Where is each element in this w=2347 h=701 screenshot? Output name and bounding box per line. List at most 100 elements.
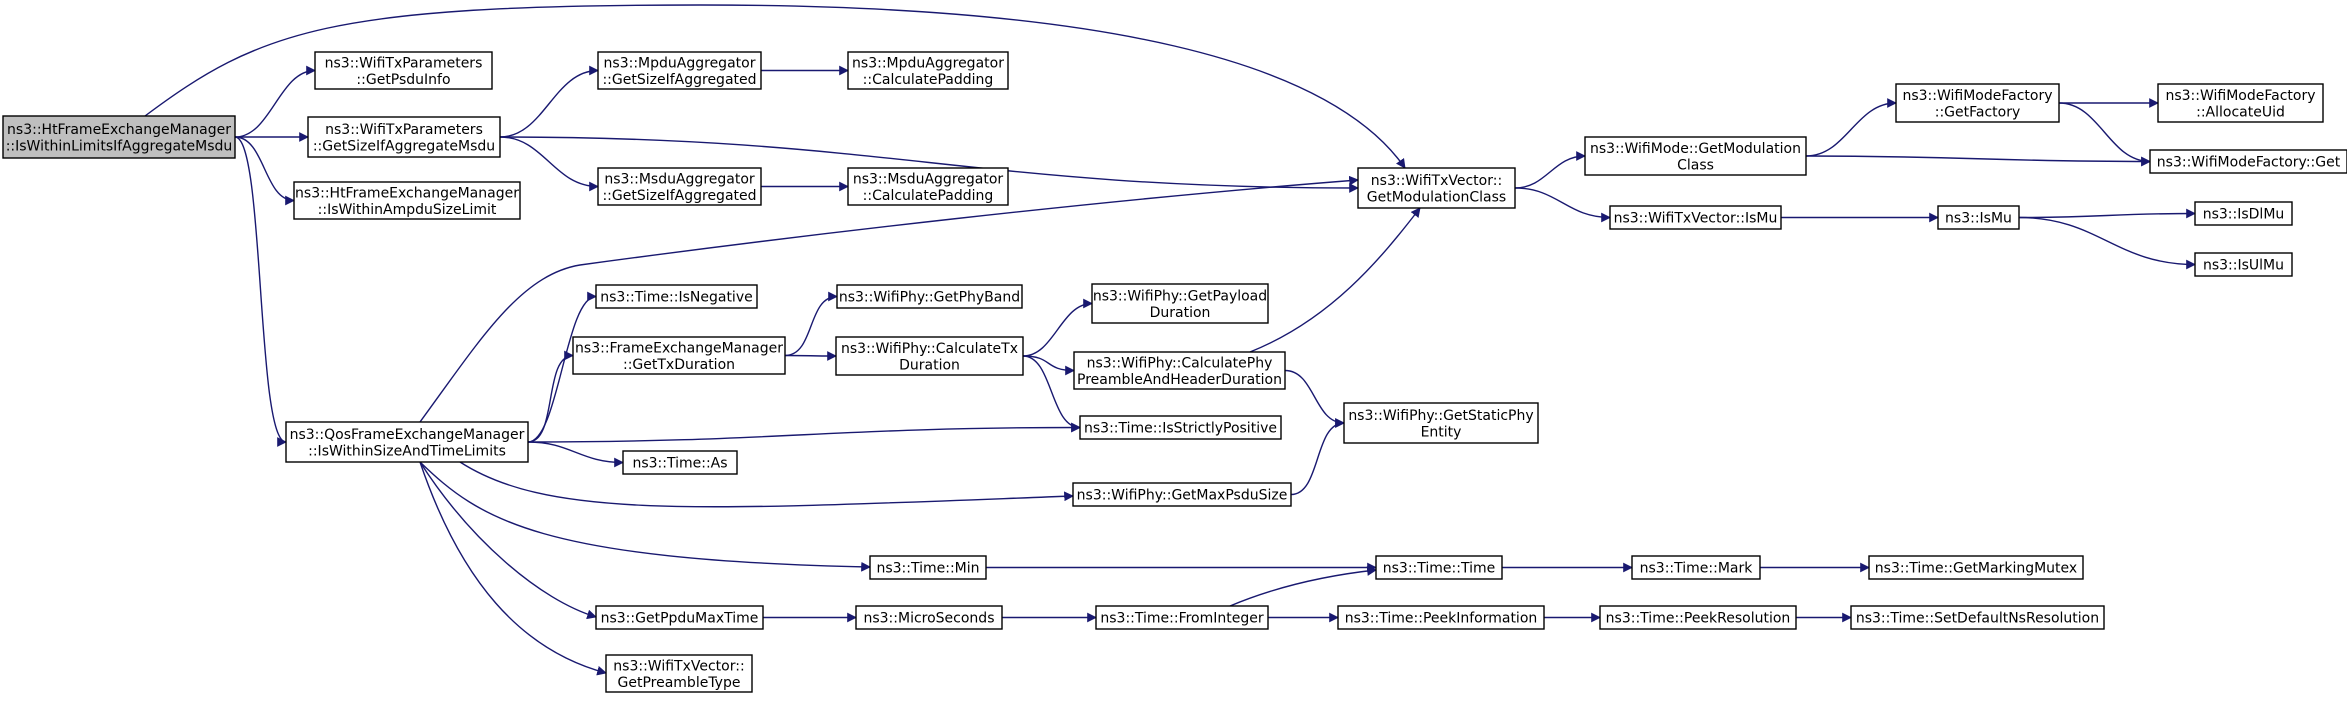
node-label: GetModulationClass [1367,189,1506,205]
node-maxpsdu[interactable]: ns3::WifiPhy::GetMaxPsduSize [1072,482,1292,507]
edge-preamble-to-static [1284,369,1345,428]
node-factory[interactable]: ns3::WifiModeFactory::GetFactory [1895,83,2060,123]
node-label: ns3::WifiPhy::CalculateTx [841,341,1018,357]
node-as[interactable]: ns3::Time::As [622,450,738,475]
node-preamble[interactable]: ns3::WifiPhy::CalculatePhyPreambleAndHea… [1073,351,1286,390]
edge-root-to-htampdu [234,136,295,206]
node-ismu[interactable]: ns3::IsMu [1937,205,2020,230]
node-isdl[interactable]: ns3::IsDlMu [2194,201,2293,226]
node-label: ns3::Time::Mark [1640,561,1754,577]
node-label: ns3::Time::As [632,456,727,472]
node-label: ns3::MicroSeconds [863,611,994,627]
node-label: ns3::QosFrameExchangeManager [290,427,525,443]
node-label: ::CalculatePadding [863,72,994,88]
node-ppdu[interactable]: ns3::GetPpduMaxTime [595,605,764,630]
node-mark[interactable]: ns3::Time::Mark [1631,555,1761,580]
node-txparam[interactable]: ns3::WifiTxParameters::GetSizeIfAggregat… [307,116,501,158]
edge-qos-to-pretype [419,461,607,676]
node-label: ns3::WifiTxVector:: [1371,173,1502,189]
node-label: ::GetFactory [1935,104,2021,120]
node-label: ns3::WifiTxVector:: [613,658,744,674]
node-label: ns3::MpduAggregator [852,55,1004,71]
node-mpduagg[interactable]: ns3::MpduAggregator::GetSizeIfAggregated [597,51,762,90]
node-label: Duration [899,357,960,373]
node-label: ns3::GetPpduMaxTime [601,611,759,627]
edge-fetx-to-band [784,291,838,357]
edge-calctx-to-strict [1022,355,1081,433]
node-label: Duration [1150,305,1211,321]
node-msduagg[interactable]: ns3::MsduAggregator::GetSizeIfAggregated [597,167,762,206]
node-label: ns3::Time::SetDefaultNsResolution [1856,611,2099,627]
node-label: ::GetSizeIfAggregated [602,72,756,88]
node-label: ::GetSizeIfAggregateMsdu [313,138,495,154]
node-label: PreambleAndHeaderDuration [1077,372,1282,388]
edge-txparam-to-mpduagg [499,65,599,138]
edge-fromint-to-time [1229,566,1377,607]
node-alloc[interactable]: ns3::WifiModeFactory::AllocateUid [2157,83,2324,123]
node-pretype[interactable]: ns3::WifiTxVector::GetPreambleType [605,654,753,693]
edge-modeclass-to-fget [1805,155,2151,167]
node-label: ns3::FrameExchangeManager [575,340,783,356]
edge-qos-to-isneg [527,291,597,443]
edge-modclass-to-modeclass [1514,151,1586,189]
node-label: ns3::Time::Min [876,561,979,577]
edge-preamble-to-modclass [1249,207,1421,353]
edge-root-to-getpsdu [234,65,316,138]
node-label: GetPreambleType [618,675,741,691]
node-label: ns3::WifiTxParameters [325,122,483,138]
node-label: ns3::Time::IsNegative [600,290,752,306]
node-micro[interactable]: ns3::MicroSeconds [855,605,1003,630]
node-qos[interactable]: ns3::QosFrameExchangeManager::IsWithinSi… [285,421,529,463]
node-peekres[interactable]: ns3::Time::PeekResolution [1599,605,1797,630]
node-label: ns3::IsDlMu [2203,207,2285,223]
node-mpdupad[interactable]: ns3::MpduAggregator::CalculatePadding [847,51,1009,90]
node-setdef[interactable]: ns3::Time::SetDefaultNsResolution [1850,605,2105,630]
node-min[interactable]: ns3::Time::Min [869,555,987,580]
node-band[interactable]: ns3::WifiPhy::GetPhyBand [836,284,1023,309]
node-label: ns3::HtFrameExchangeManager [7,122,231,138]
edge-ismu-to-isul [2018,216,2196,270]
node-time[interactable]: ns3::Time::Time [1375,555,1503,580]
edge-modeclass-to-factory [1805,98,1897,157]
edge-qos-to-ppdu [419,461,597,620]
node-isneg[interactable]: ns3::Time::IsNegative [595,284,758,309]
node-label: ::CalculatePadding [863,188,994,204]
edge-txparam-to-modclass [499,136,1359,193]
node-modeclass[interactable]: ns3::WifiMode::GetModulationClass [1584,136,1807,176]
node-strict[interactable]: ns3::Time::IsStrictlyPositive [1079,415,1282,440]
node-root: ns3::HtFrameExchangeManager::IsWithinLim… [2,115,236,159]
node-getpsdu[interactable]: ns3::WifiTxParameters::GetPsduInfo [314,51,493,90]
node-fget[interactable]: ns3::WifiModeFactory::Get [2149,149,2347,174]
node-txismu[interactable]: ns3::WifiTxVector::IsMu [1609,205,1782,230]
node-isul[interactable]: ns3::IsUlMu [2194,252,2293,277]
node-fromint[interactable]: ns3::Time::FromInteger [1095,605,1269,630]
node-label: ns3::Time::PeekInformation [1345,611,1538,627]
edge-qos-to-modclass [419,175,1359,423]
node-label: ns3::HtFrameExchangeManager [295,185,519,201]
edge-qos-to-strict [527,422,1081,443]
edge-qos-to-maxpsdu [459,461,1074,508]
node-htampdu[interactable]: ns3::HtFrameExchangeManager::IsWithinAmp… [293,181,521,220]
node-msdupad[interactable]: ns3::MsduAggregator::CalculatePadding [847,167,1009,206]
node-label: ns3::Time::IsStrictlyPositive [1084,421,1277,437]
node-label: ns3::IsMu [1945,211,2012,227]
node-label: ::GetPsduInfo [356,72,450,88]
node-label: ns3::WifiModeFactory::Get [2157,155,2341,171]
node-label: ns3::Time::Time [1383,561,1495,577]
node-mutex[interactable]: ns3::Time::GetMarkingMutex [1868,555,2084,580]
node-label: ns3::WifiPhy::CalculatePhy [1087,355,1273,371]
edge-root-to-qos [234,136,287,447]
edge-factory-to-fget [2058,102,2151,167]
node-modclass[interactable]: ns3::WifiTxVector::GetModulationClass [1357,167,1516,209]
node-fetx[interactable]: ns3::FrameExchangeManager::GetTxDuration [572,336,786,375]
node-peekinfo[interactable]: ns3::Time::PeekInformation [1337,605,1545,630]
node-label: Entity [1421,424,1462,440]
edge-calctx-to-preamble [1022,355,1075,376]
edge-qos-to-fetx [527,350,574,443]
node-label: ns3::WifiPhy::GetMaxPsduSize [1077,488,1288,504]
edge-root-to-modclass [144,4,1406,169]
